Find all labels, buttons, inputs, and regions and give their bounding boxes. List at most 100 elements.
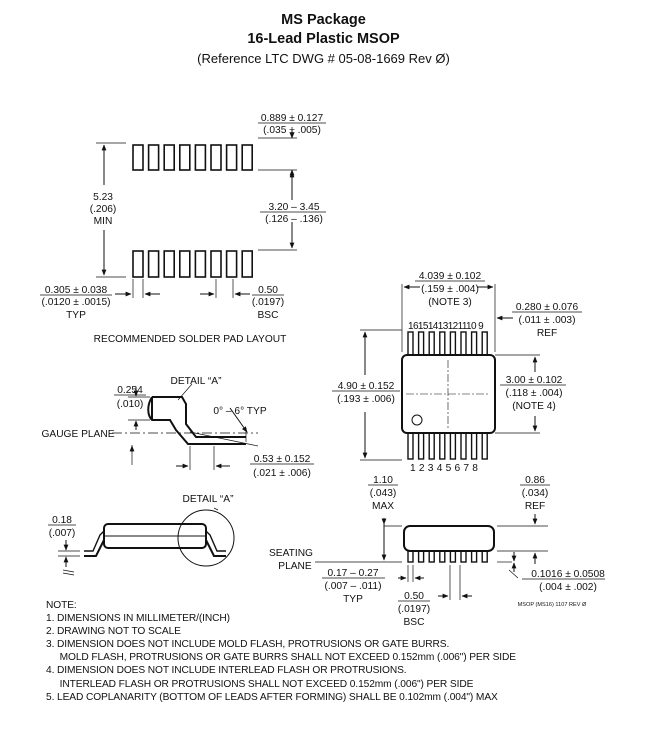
package-lead (428, 331, 435, 357)
solder-pad (163, 250, 175, 278)
note-line: 4. DIMENSION DOES NOT INCLUDE INTERLEAD … (46, 665, 407, 677)
dim-standoff-inch: (.004 ± .002) (539, 582, 597, 593)
dim-pad-width: 0.305 ± 0.038 (45, 285, 108, 296)
dim-standoff: 0.1016 ± 0.0508 (531, 569, 605, 580)
solder-pad (163, 144, 175, 171)
dim-lead-thickness: 0.254 (117, 385, 143, 396)
dim-overall-width: 5.23 (93, 192, 113, 203)
solder-pad (194, 250, 207, 278)
pads-top-row (132, 144, 253, 171)
note-line: 5. LEAD COPLANARITY (BOTTOM OF LEADS AFT… (46, 691, 498, 703)
detail-a-labels: DETAIL “A” 0.254 (.010) 0° – 6° TYP GAUG… (41, 376, 314, 479)
seating-plane-label-2: PLANE (278, 561, 312, 572)
dim-foot-length-inch: (.021 ± .006) (253, 468, 311, 479)
package-lead (407, 431, 414, 460)
solder-pad (147, 144, 160, 171)
top-view-leads-upper (407, 331, 488, 357)
dim-lead-pitch: 0.50 (404, 591, 424, 602)
dim-body-width-inch: (.159 ± .004) (421, 284, 479, 295)
pin-numbers-top: 16151413121110 9 (408, 321, 484, 332)
solder-pad (241, 144, 253, 171)
note-line: INTERLEAD FLASH OR PROTRUSIONS SHALL NOT… (46, 678, 474, 690)
note-line: 2. DRAWING NOT TO SCALE (46, 626, 181, 638)
package-subtitle: 16-Lead Plastic MSOP (247, 31, 400, 47)
package-lead (460, 431, 467, 460)
detail-a-callout: DETAIL “A” (183, 494, 235, 505)
detail-a-title: DETAIL “A” (171, 376, 223, 387)
dim-lead-width-inch: (.007 – .011) (324, 581, 381, 592)
dim-pad-width-qualifier: TYP (66, 310, 86, 321)
side-view-labels: DETAIL “A” 0.18 (.007) (48, 494, 234, 539)
dim-lead-pitch-inch: (.0197) (398, 604, 430, 615)
package-lead (460, 331, 467, 357)
dim-max-height-qualifier: MAX (372, 501, 394, 512)
solder-pad (225, 250, 238, 278)
note-line: MOLD FLASH, PROTRUSIONS OR GATE BURRS SH… (46, 652, 516, 664)
end-view (315, 514, 548, 600)
package-lead (481, 431, 488, 460)
package-lead (470, 331, 478, 357)
end-view-labels: 1.10 (.043) MAX 0.86 (.034) REF SEATING … (269, 475, 605, 628)
notes-block: NOTE: 1. DIMENSIONS IN MILLIMETER/(INCH)… (46, 599, 516, 704)
solder-pad (225, 144, 238, 171)
dim-pad-pitch-qualifier: BSC (258, 310, 279, 321)
dim-body-height-inch: (.118 ± .004) (506, 388, 563, 399)
detail-a-view (112, 383, 259, 470)
package-lead (417, 331, 425, 357)
notes-list: 1. DIMENSIONS IN MILLIMETER/(INCH)2. DRA… (46, 612, 516, 704)
top-view (360, 284, 540, 461)
dim-lead-ref-qualifier: REF (537, 328, 557, 339)
top-view-labels: 4.039 ± 0.102 (.159 ± .004) (NOTE 3) 0.2… (332, 271, 582, 474)
package-lead (428, 431, 435, 460)
package-lead (470, 431, 478, 460)
dim-pad-length: 0.889 ± 0.127 (261, 113, 324, 124)
dim-body-thickness-inch: (.034) (522, 488, 549, 499)
dim-max-height-inch: (.043) (370, 488, 397, 499)
dim-body-thickness: 0.86 (525, 475, 545, 486)
dim-foot-length: 0.53 ± 0.152 (254, 454, 311, 465)
dim-lead-angle: 0° – 6° TYP (213, 406, 266, 417)
solder-pad (241, 250, 253, 278)
package-lead (481, 331, 488, 357)
package-lead (407, 331, 414, 357)
dim-pad-pitch-inch: (.0197) (252, 297, 284, 308)
pads-bottom-row (132, 250, 253, 278)
gauge-plane-label: GAUGE PLANE (41, 429, 114, 440)
dim-lead-ref-inch: (.011 ± .003) (519, 315, 576, 326)
dim-total-width-inch: (.193 ± .006) (337, 394, 395, 405)
solder-pad-layout (96, 130, 297, 298)
drawing-code: MSOP (MS16) 1107 REV Ø (518, 602, 587, 608)
dim-max-height: 1.10 (373, 475, 393, 486)
dim-lead-thickness-inch: (.010) (117, 399, 144, 410)
dim-pad-pitch: 0.50 (258, 285, 278, 296)
note-line: 1. DIMENSIONS IN MILLIMETER/(INCH) (46, 613, 230, 625)
dim-pad-width-inch: (.0120 ± .0015) (41, 297, 110, 308)
dim-lead-width: 0.17 – 0.27 (328, 568, 379, 579)
dim-body-height-note: (NOTE 4) (512, 401, 556, 412)
dim-body-width-note: (NOTE 3) (428, 297, 472, 308)
dim-lead-width-qualifier: TYP (343, 594, 363, 605)
pad-layout-labels: 0.889 ± 0.127 (.035 ± .005) 3.20 – 3.45 … (40, 113, 326, 345)
package-lead (439, 331, 446, 357)
dim-lead-ref: 0.280 ± 0.076 (516, 302, 579, 313)
seating-plane-label-1: SEATING (269, 548, 313, 559)
dim-overall-width-inch: (.206) (90, 204, 117, 215)
dim-lead-span: 3.20 – 3.45 (269, 202, 320, 213)
note-line: 3. DIMENSION DOES NOT INCLUDE MOLD FLASH… (46, 639, 450, 651)
dim-body-height: 3.00 ± 0.102 (506, 375, 563, 386)
pin-numbers-bottom: 1 2 3 4 5 6 7 8 (410, 463, 478, 474)
solder-pad (210, 144, 222, 171)
notes-heading: NOTE: (46, 600, 77, 611)
dim-lead-pitch-qualifier: BSC (404, 617, 425, 628)
dim-lead-thickness-side-inch: (.007) (49, 528, 76, 539)
reference-drawing: (Reference LTC DWG # 05-08-1669 Rev Ø) (197, 51, 450, 66)
solder-pad (132, 250, 144, 278)
dim-total-width: 4.90 ± 0.152 (338, 381, 395, 392)
side-view (58, 507, 235, 576)
package-title: MS Package (281, 12, 366, 28)
dim-lead-span-inch: (.126 – .136) (265, 214, 323, 225)
package-lead (439, 431, 446, 460)
pad-layout-caption: RECOMMENDED SOLDER PAD LAYOUT (94, 334, 287, 345)
dim-body-thickness-qualifier: REF (525, 501, 545, 512)
